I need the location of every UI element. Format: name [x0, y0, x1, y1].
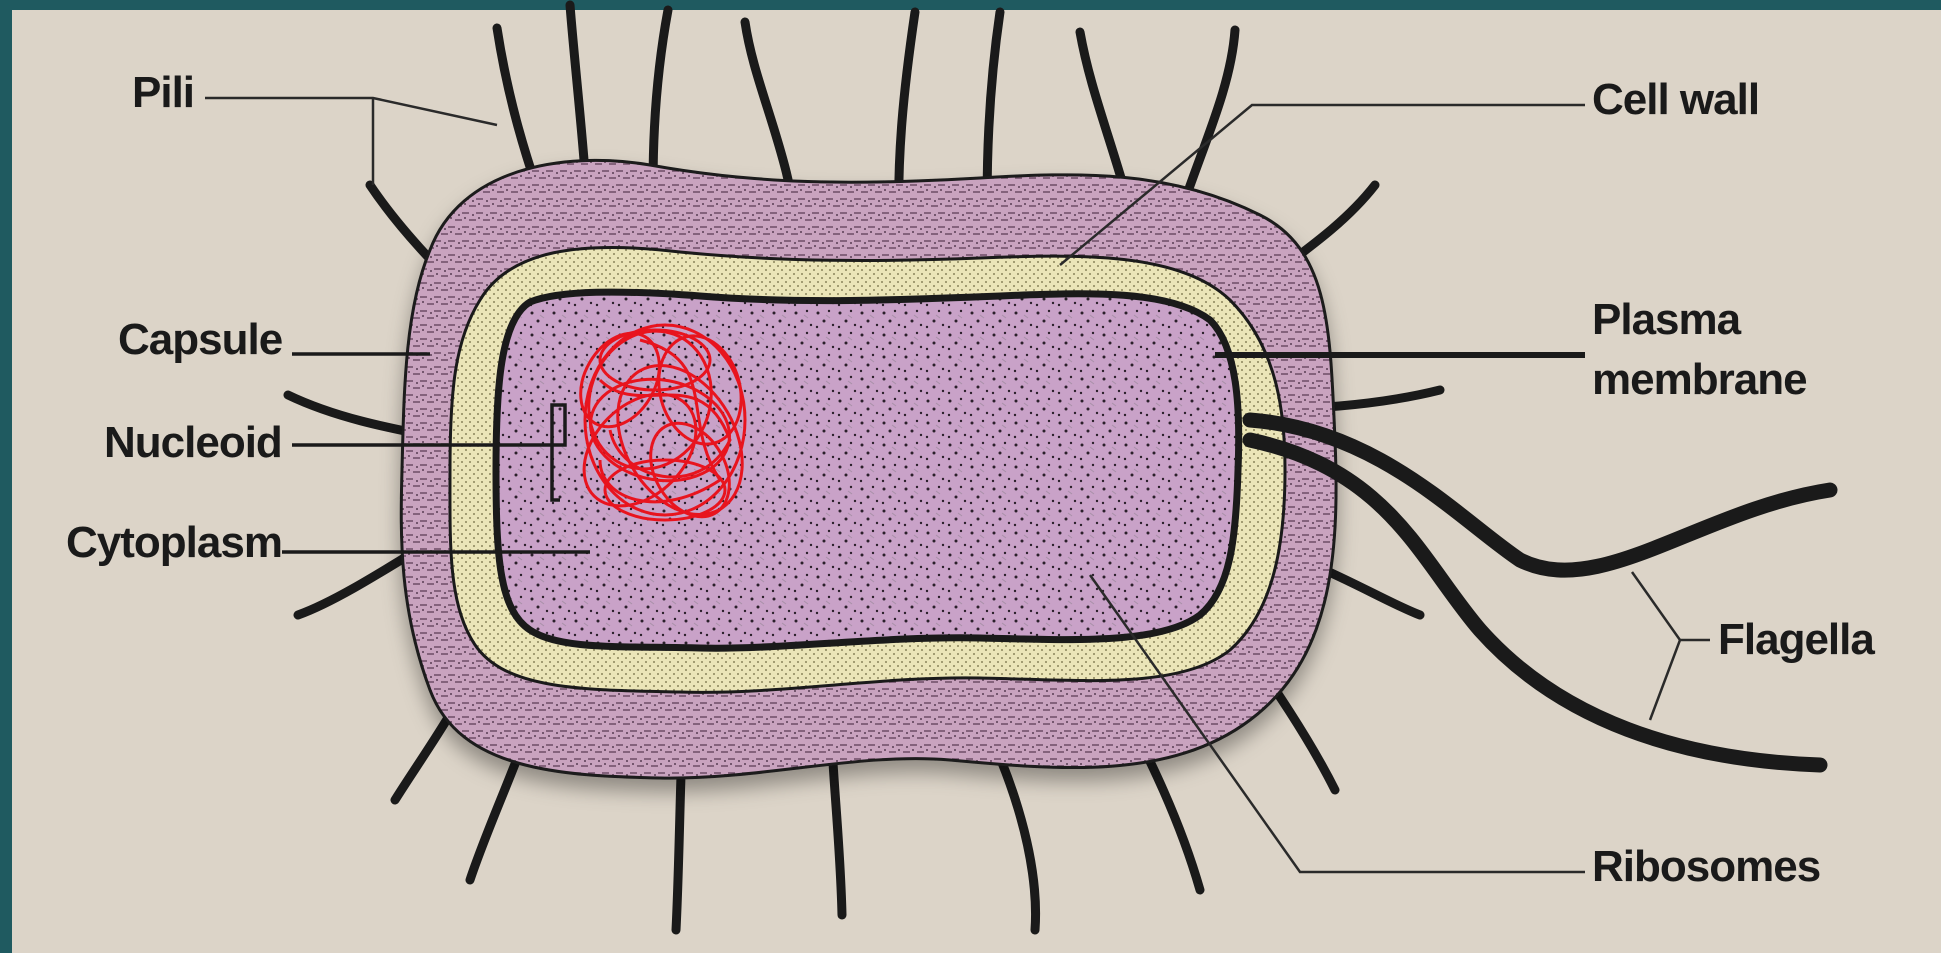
label-pili: Pili — [132, 68, 194, 117]
label-nucleoid: Nucleoid — [104, 418, 282, 467]
label-plasma-membrane-line1: Plasma — [1592, 295, 1742, 344]
label-plasma-membrane-line2: membrane — [1592, 355, 1807, 404]
label-capsule: Capsule — [118, 315, 282, 364]
label-cell-wall: Cell wall — [1592, 75, 1759, 124]
label-flagella: Flagella — [1718, 615, 1875, 664]
flagella-group — [1250, 420, 1830, 765]
label-ribosomes: Ribosomes — [1592, 842, 1820, 891]
label-cytoplasm: Cytoplasm — [66, 518, 282, 567]
